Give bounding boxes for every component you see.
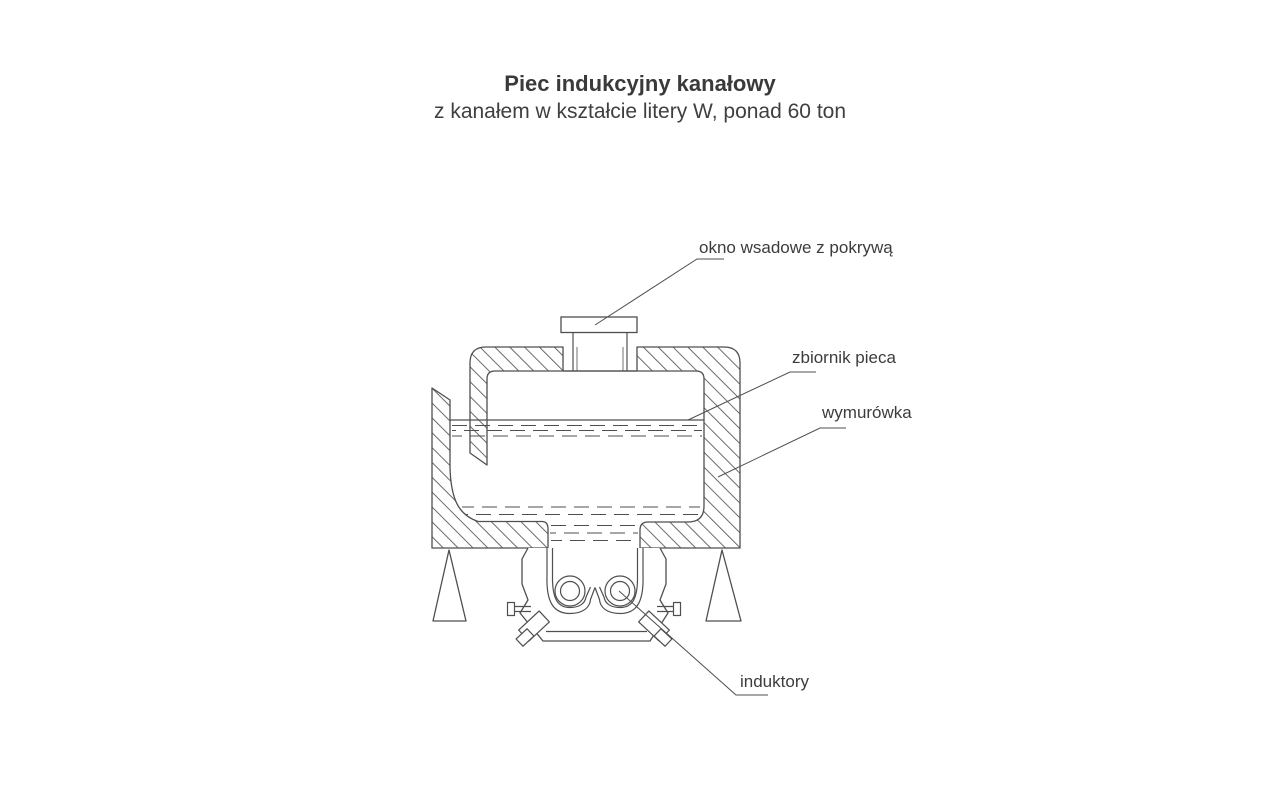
page-title: Piec indukcyjny kanałowy (504, 71, 776, 96)
liquid-level-dashes (450, 419, 704, 542)
leader-refractory (717, 427, 846, 478)
title-block: Piec indukcyjny kanałowy z kanałem w ksz… (0, 70, 1280, 125)
label-refractory: wymurówka (822, 403, 912, 422)
page-subtitle: z kanałem w kształcie litery W, ponad 60… (433, 99, 847, 123)
charging-neck (563, 332, 637, 372)
charging-window-cap (560, 316, 638, 334)
corner-brackets (515, 610, 673, 647)
label-charging-window: okno wsadowe z pokrywą (699, 238, 893, 257)
label-furnace-tank: zbiornik pieca (792, 348, 896, 367)
leader-inductors (618, 590, 768, 696)
leader-furnace-tank (687, 371, 816, 421)
inductor-assembly (506, 547, 682, 647)
furnace-shell-hatched (431, 346, 741, 549)
spout-wall (431, 387, 549, 549)
label-inductors: induktory (740, 672, 809, 691)
leader-lines (594, 258, 846, 696)
support-legs (432, 549, 742, 622)
side-bolts (506, 601, 682, 617)
w-channel (546, 548, 644, 615)
left-leg (432, 549, 467, 622)
right-leg (705, 549, 742, 622)
inductor-housing (519, 547, 669, 642)
leader-charging-window (594, 258, 724, 326)
inductor-cores (554, 575, 636, 607)
